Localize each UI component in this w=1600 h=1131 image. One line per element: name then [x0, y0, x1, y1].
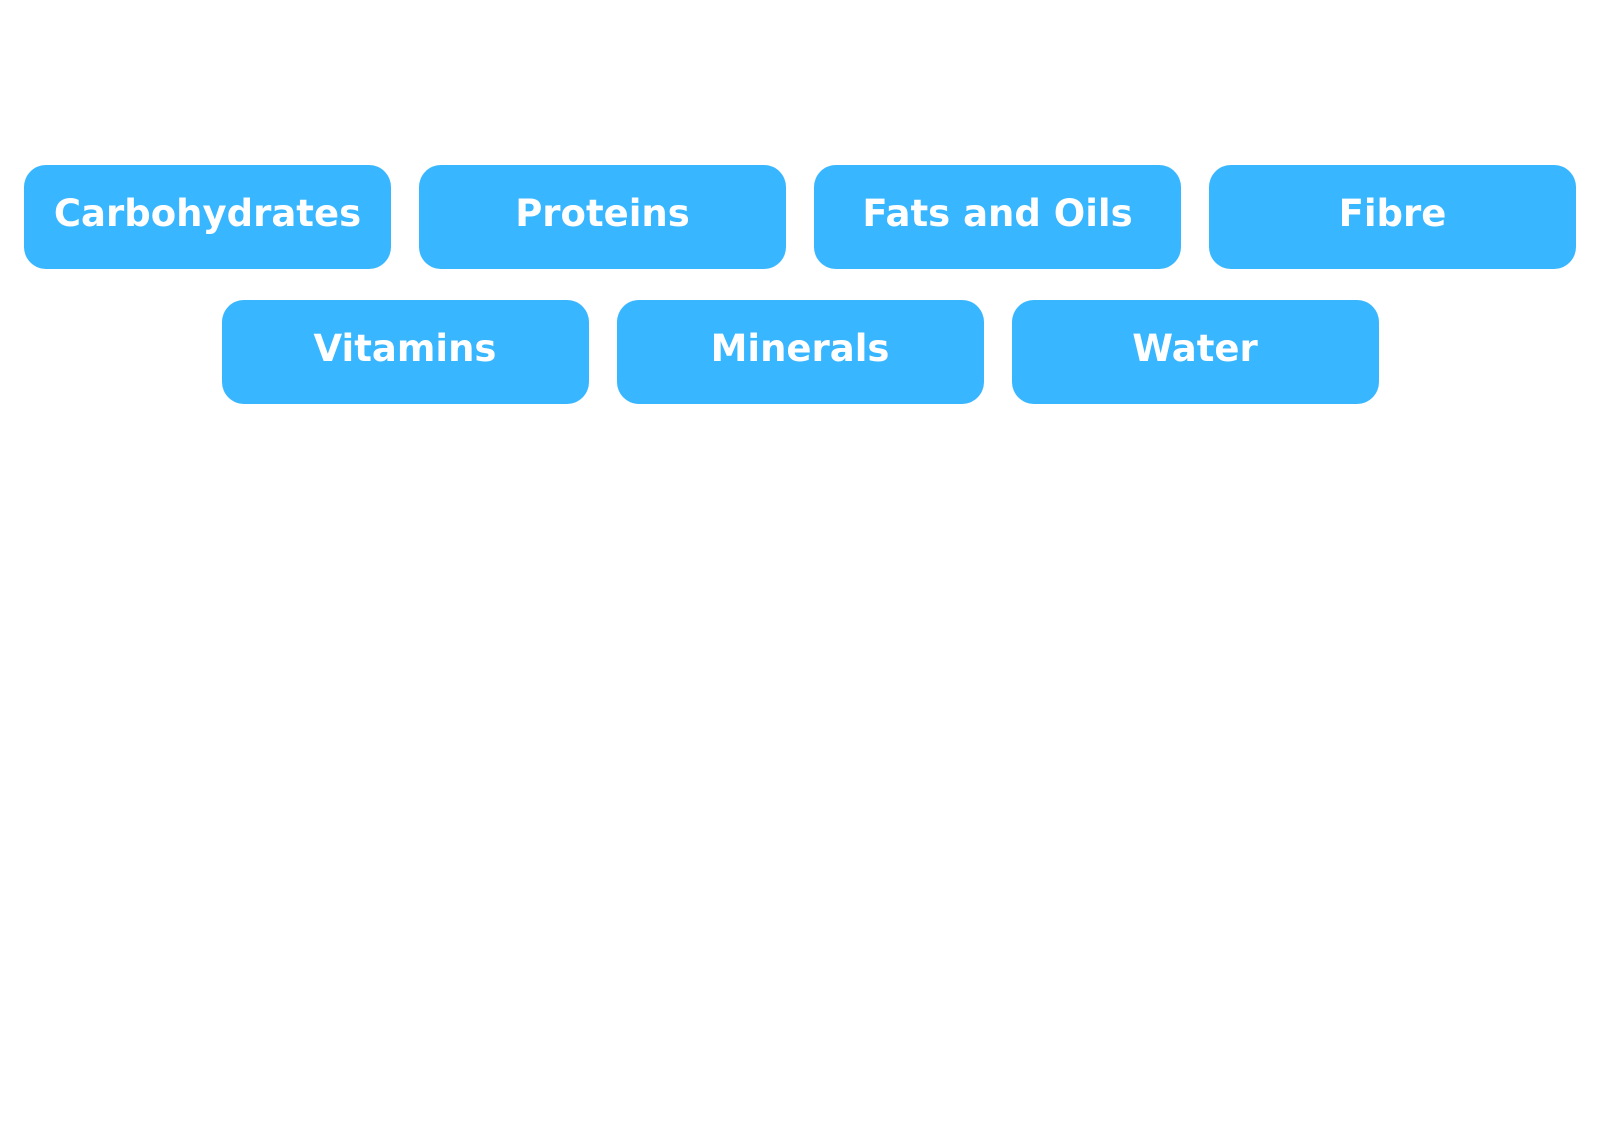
card-row-top: Carbohydrates Proteins Fats and Oils Fib…: [0, 165, 1600, 269]
card-label: Fibre: [1338, 191, 1447, 235]
card-label: Carbohydrates: [53, 191, 362, 235]
card-label: Minerals: [710, 326, 890, 370]
card-label: Fats and Oils: [862, 191, 1133, 235]
card-label: Proteins: [515, 191, 690, 235]
card-label: Vitamins: [313, 326, 497, 370]
card-carbohydrates[interactable]: Carbohydrates: [24, 165, 391, 269]
card-vitamins[interactable]: Vitamins: [221, 300, 589, 404]
card-water[interactable]: Water: [1011, 300, 1379, 404]
card-label: Water: [1132, 326, 1258, 370]
card-fats-and-oils[interactable]: Fats and Oils: [814, 165, 1181, 269]
card-proteins[interactable]: Proteins: [419, 165, 786, 269]
card-row-bottom: Vitamins Minerals Water: [0, 300, 1600, 404]
card-fibre[interactable]: Fibre: [1209, 165, 1576, 269]
card-minerals[interactable]: Minerals: [616, 300, 984, 404]
